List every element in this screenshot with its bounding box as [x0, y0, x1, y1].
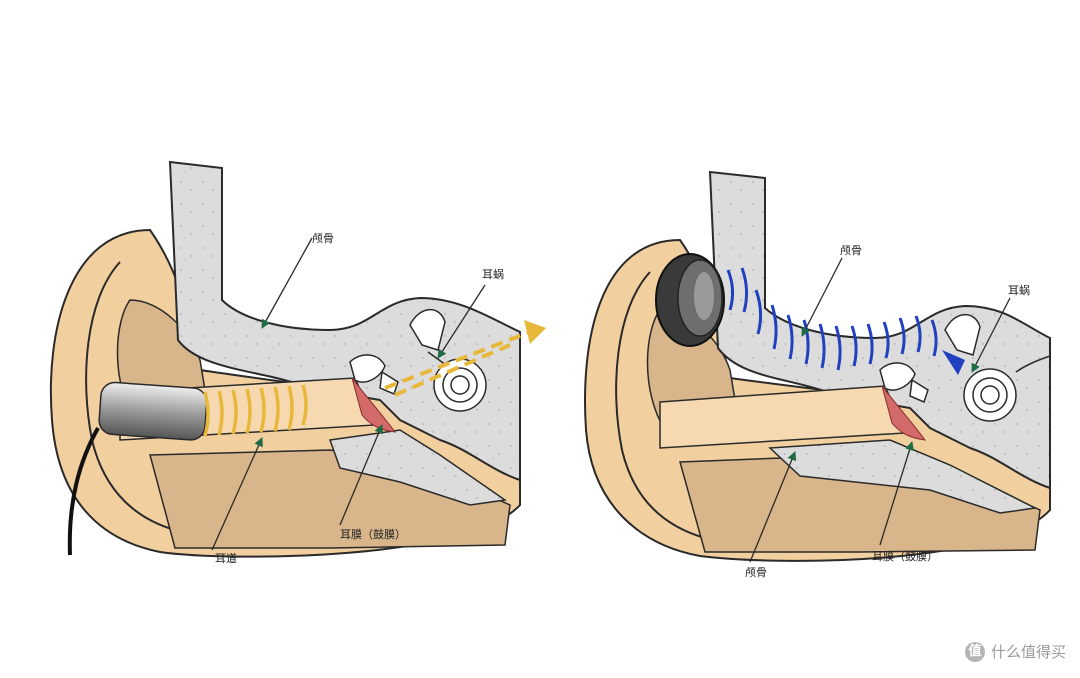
left-arrowhead	[524, 320, 546, 344]
right-label-bone-top: 颅骨	[840, 244, 862, 257]
left-ossicles	[349, 354, 399, 396]
left-arrow-canal	[211, 437, 263, 551]
watermark: 值 什么值得买	[964, 641, 1066, 662]
watermark-text: 什么值得买	[990, 643, 1066, 661]
left-arrow-eardrum	[339, 424, 384, 526]
right-arrow-cochlea	[971, 297, 1011, 373]
left-arrow-bone	[261, 237, 313, 329]
right-arrow-bone-bottom	[749, 451, 797, 563]
right-eardrum	[881, 385, 927, 441]
left-lower-bone	[328, 429, 507, 506]
right-arrow-eardrum	[879, 441, 914, 546]
right-vibration-target	[942, 350, 965, 375]
right-vibration-waves	[726, 267, 938, 371]
left-earphone-probe	[67, 381, 208, 556]
left-label-bone-top: 颅骨	[312, 232, 334, 245]
left-transmission-arrows	[384, 328, 536, 397]
left-sound-waves	[203, 384, 308, 437]
left-arrow-cochlea	[437, 284, 486, 359]
right-lower-bone	[768, 439, 1038, 514]
left-eardrum	[351, 377, 397, 433]
left-cochlea	[409, 308, 487, 412]
left-label-cochlea: 耳蜗	[482, 268, 504, 281]
left-ear-diagram: 颅骨 耳蜗 耳道 耳膜（鼓膜）	[49, 160, 546, 565]
left-label-eardrum: 耳膜（鼓膜）	[340, 527, 406, 541]
right-label-bone-bottom: 颅骨	[745, 566, 767, 579]
right-label-eardrum: 耳膜（鼓膜）	[872, 549, 938, 563]
watermark-logo-icon: 值	[964, 641, 985, 662]
left-label-ear-canal: 耳道	[215, 551, 237, 565]
right-arrow-bone-top	[801, 257, 843, 337]
right-bone-conduction-transducer	[655, 253, 725, 347]
right-label-cochlea: 耳蜗	[1008, 284, 1030, 297]
right-ossicles	[879, 362, 929, 404]
right-helix-fold	[615, 271, 706, 539]
right-cochlea	[944, 313, 1051, 422]
right-ear-diagram: 颅骨 耳蜗 颅骨 耳膜（鼓膜）	[584, 170, 1051, 579]
